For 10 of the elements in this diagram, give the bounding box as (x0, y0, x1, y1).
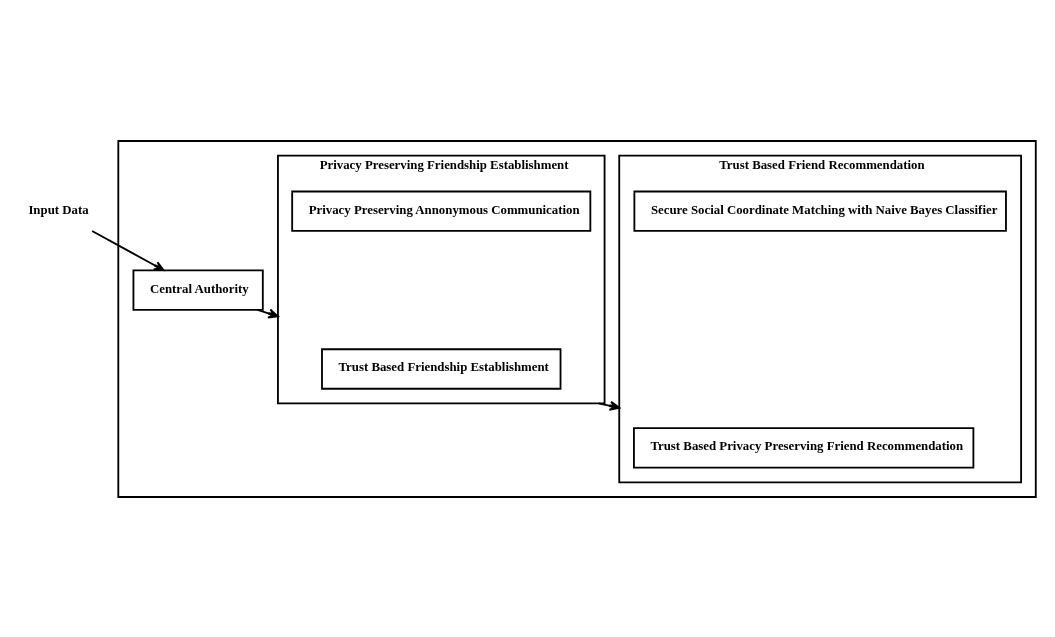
node-text: Input Data (28, 202, 89, 217)
cluster (117, 139, 1037, 498)
arrow (256, 308, 279, 318)
arrow (597, 400, 621, 411)
node-box: Privacy Preserving Annonymous Communication (291, 190, 592, 232)
node-box: Secure Social Coordinate Matching with Naive Bayes Classifier (633, 190, 1007, 232)
node-box: Trust Based Friendship Establishment (321, 347, 562, 390)
node-box: Trust Based Privacy Preserving Friend Recommendation (633, 426, 975, 469)
node-box: Central Authority (132, 268, 264, 311)
arrow (91, 229, 165, 271)
